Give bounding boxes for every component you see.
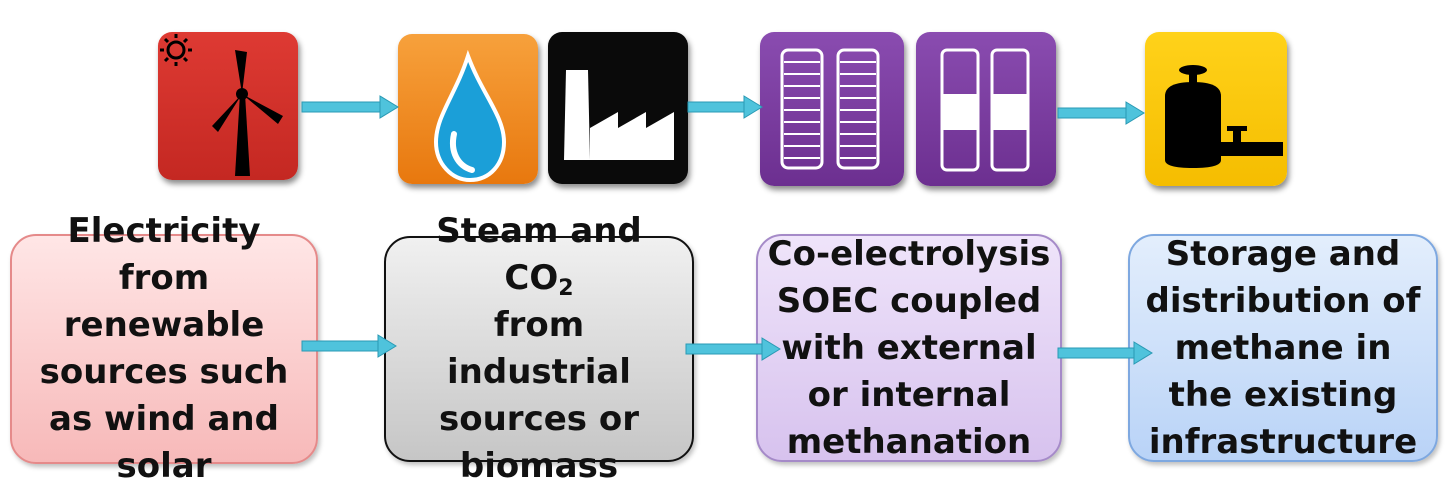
wind-turbine-sun-icon [160,34,283,176]
renewable-energy-tile [158,32,298,180]
arrow-top-1 [301,95,399,119]
step-steam-co2-rest: from industrial sources or biomass [439,305,639,486]
step-renewable-electricity-text: Electricity from renewable sources such … [39,211,289,486]
step-storage-distribution-text: Storage and distribution of methane in t… [1145,233,1421,462]
methanation-tile [916,32,1056,186]
step-steam-co2-main: Steam and CO [436,211,642,298]
arrow-bottom-3 [1057,341,1153,365]
factory-icon [564,70,674,160]
water-tile [398,34,538,184]
arrow-top-2 [687,95,763,119]
arrow-bottom-2 [685,337,781,361]
step-co-electrolysis: Co-electrolysis SOEC coupled with extern… [756,234,1062,462]
step-steam-co2-text: Steam and CO2 from industrial sources or… [404,208,674,490]
storage-tile [1145,32,1287,186]
arrow-top-3 [1057,101,1145,125]
step-co-electrolysis-text: Co-electrolysis SOEC coupled with extern… [767,233,1051,462]
step-steam-co2: Steam and CO2 from industrial sources or… [384,211,694,486]
gas-cylinder-pipe-icon [1165,65,1283,168]
step-steam-co2-sub: 2 [558,276,574,301]
electrolysis-cell-icon [780,48,880,170]
methanation-cell-icon [940,48,1030,172]
water-drop-icon [433,49,507,183]
arrow-bottom-1 [301,334,397,358]
step-storage-distribution: Storage and distribution of methane in t… [1128,234,1438,462]
co-electrolysis-tile [760,32,904,186]
step-renewable-electricity: Electricity from renewable sources such … [10,211,318,486]
industry-tile [548,32,688,184]
